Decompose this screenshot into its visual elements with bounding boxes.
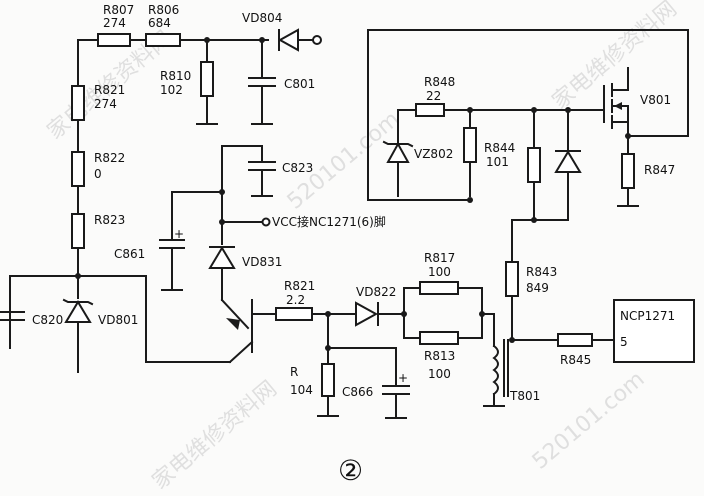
resistor-r817 (419, 281, 459, 295)
label-vd822: VD822 (356, 285, 396, 299)
value-r844: 101 (486, 155, 509, 169)
label-vz802: VZ802 (414, 147, 453, 161)
middle-bottom-section: + (275, 281, 509, 419)
label-c823: C823 (282, 161, 313, 175)
resistor-r844 (463, 127, 477, 163)
label-vd804: VD804 (242, 11, 282, 25)
resistor-r-104 (321, 363, 335, 397)
label-r821-top: R821 (94, 83, 125, 97)
resistor-r843 (505, 261, 519, 297)
resistor-branch (527, 147, 541, 183)
value-r806: 684 (148, 16, 171, 30)
ncp-pin-5: 5 (620, 335, 628, 349)
value-r821-mid: 2.2 (286, 293, 305, 307)
resistor-r807 (97, 33, 131, 47)
label-t801: T801 (509, 389, 540, 403)
label-c801: C801 (284, 77, 315, 91)
label-r822: R822 (94, 151, 125, 165)
label-r823: R823 (94, 213, 125, 227)
label-r843: R843 (526, 265, 557, 279)
watermark: 520101.com (528, 367, 650, 475)
label-vd831: VD831 (242, 255, 282, 269)
value-r822: 0 (94, 167, 102, 181)
resistor-r810 (200, 61, 214, 97)
resistor-r806 (145, 33, 181, 47)
resistor-r848-body (415, 103, 445, 117)
resistor-r822 (71, 151, 85, 187)
diode-vd822 (355, 301, 379, 327)
label-r845: R845 (560, 353, 591, 367)
value-r807: 274 (103, 16, 126, 30)
svg-text:+: + (398, 371, 408, 385)
label-r821-mid: R821 (284, 279, 315, 293)
svg-text:+: + (174, 227, 184, 241)
value-r817: 100 (428, 265, 451, 279)
label-c861: C861 (114, 247, 145, 261)
resistor-r823 (71, 213, 85, 249)
label-r817: R817 (424, 251, 455, 265)
zener-vz802 (386, 141, 410, 163)
value-r821-top: 274 (94, 97, 117, 111)
left-top-chain (71, 28, 322, 299)
label-r813: R813 (424, 349, 455, 363)
label-r810: R810 (160, 69, 191, 83)
label-ncp1271: NCP1271 (620, 309, 675, 323)
label-c820: C820 (32, 313, 63, 327)
value-r848: 22 (426, 89, 441, 103)
watermark: 家电维修资料网 (148, 376, 282, 494)
resistor-r821-mid (275, 307, 313, 321)
label-r848: R848 (424, 75, 455, 89)
value-r810: 102 (160, 83, 183, 97)
vcc-note: VCC接NC1271(6)脚 (272, 214, 386, 229)
label-v801: V801 (640, 93, 671, 107)
label-vd801: VD801 (98, 313, 138, 327)
resistor-r845 (557, 333, 593, 347)
value-r843: 849 (526, 281, 549, 295)
label-r806: R806 (148, 3, 179, 17)
label-c866: C866 (342, 385, 373, 399)
label-r807: R807 (103, 3, 134, 17)
diode-branch (554, 150, 582, 173)
left-bottom-section (0, 275, 231, 373)
label-r-104: R (290, 365, 298, 379)
value-r-104: 104 (290, 383, 313, 397)
zener-vd801 (64, 300, 92, 323)
diode-vd804 (277, 28, 299, 52)
middle-left-section: + (159, 145, 277, 364)
label-r844: R844 (484, 141, 515, 155)
diode-vd831 (208, 246, 236, 269)
ic-ncp1271 (613, 299, 695, 363)
resistor-r821-top (71, 85, 85, 121)
terminal-circle (312, 35, 322, 45)
value-r813: 100 (428, 367, 451, 381)
label-r847: R847 (644, 163, 675, 177)
resistor-r847 (621, 153, 635, 189)
right-mosfet-section (367, 29, 695, 363)
resistor-r813 (419, 331, 459, 345)
figure-number: ② (338, 454, 363, 487)
